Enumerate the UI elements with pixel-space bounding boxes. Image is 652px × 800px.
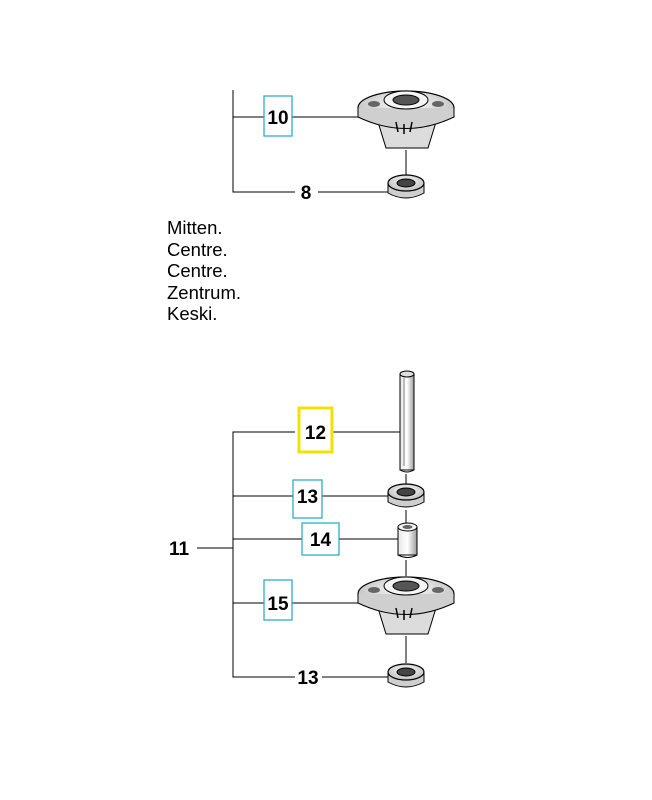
callout-13[interactable]: 13 <box>292 479 323 519</box>
callout-number: 13 <box>297 487 318 508</box>
callout-15[interactable]: 15 <box>263 579 293 621</box>
callout-box <box>263 579 293 621</box>
callout-number: 10 <box>267 108 288 129</box>
bearing-illustration <box>387 663 425 688</box>
shaft-illustration <box>399 370 415 473</box>
legend-line: Mitten. <box>167 217 223 238</box>
callout-box <box>301 522 340 556</box>
bracket-line <box>232 90 295 193</box>
bracket-line <box>232 431 295 678</box>
callout-number: 12 <box>305 423 326 444</box>
spindle-housing-illustration <box>357 90 455 178</box>
callout-10[interactable]: 10 <box>263 95 293 137</box>
assembly-number: 11 <box>169 539 190 560</box>
callout-number: 14 <box>310 530 332 551</box>
callout-number: 15 <box>267 594 289 615</box>
selected-highlight <box>297 406 334 454</box>
lower-group: 11 12 13 14 15 13 <box>169 370 455 689</box>
legend-line: Keski. <box>167 303 218 324</box>
callout-8[interactable]: 8 <box>301 183 312 204</box>
spindle-housing-illustration <box>357 576 455 663</box>
callout-number: 8 <box>301 183 312 204</box>
bearing-illustration <box>387 174 425 199</box>
callout-box <box>292 479 323 519</box>
position-legend: Mitten. Centre. Centre. Zentrum. Keski. <box>167 217 241 325</box>
callout-14[interactable]: 14 <box>301 522 340 556</box>
bearing-illustration <box>387 483 425 508</box>
callout-number: 13 <box>297 668 318 689</box>
legend-line: Centre. <box>167 238 228 260</box>
callout-box <box>263 95 293 137</box>
legend-line: Centre. <box>167 260 228 281</box>
upper-group: 10 8 <box>232 90 455 204</box>
spacer-sleeve-illustration <box>397 522 418 558</box>
callout-12[interactable]: 12 <box>297 406 334 454</box>
callout-13-lower[interactable]: 13 <box>297 668 318 689</box>
legend-line: Zentrum. <box>167 281 242 303</box>
